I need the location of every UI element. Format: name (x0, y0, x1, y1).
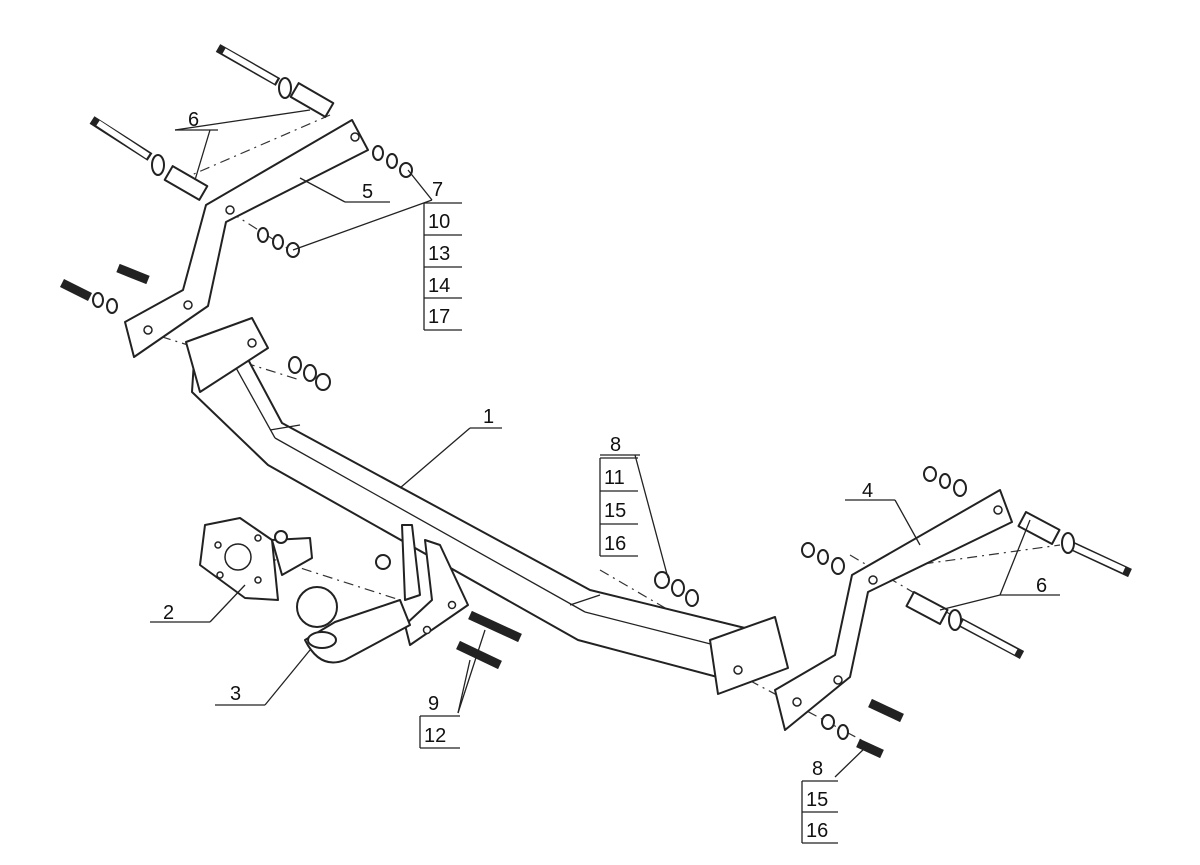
callout-17: 17 (428, 306, 450, 328)
right-bracket (774, 489, 1013, 731)
callout-4: 4 (862, 480, 873, 502)
callout-10: 10 (428, 211, 450, 233)
callout-6-right: 6 (1036, 575, 1047, 597)
callout-6-left: 6 (188, 109, 199, 131)
callout-8-lower: 8 (812, 758, 823, 780)
callout-stack-left: 7 10 13 14 17 (423, 179, 462, 331)
socket-bracket (199, 517, 391, 601)
callout-16-lower: 16 (806, 820, 828, 842)
callout-3: 3 (230, 683, 241, 705)
callout-9: 9 (428, 693, 439, 715)
callout-stack-center: 8 11 15 16 (599, 434, 638, 557)
callout-15-lower: 15 (806, 789, 828, 811)
callout-16: 16 (604, 533, 626, 555)
callout-7: 7 (432, 179, 443, 201)
callout-1: 1 (483, 406, 494, 428)
callout-14: 14 (428, 275, 450, 297)
washers-and-nuts (92, 77, 1075, 740)
tow-bar-beam (185, 317, 789, 695)
callout-5: 5 (362, 181, 373, 203)
callout-12: 12 (424, 725, 446, 747)
callout-stack-ball-bolts: 9 12 (419, 693, 460, 749)
callout-8: 8 (610, 434, 621, 456)
bolts (59, 44, 1132, 759)
callout-15: 15 (604, 500, 626, 522)
callout-2: 2 (163, 602, 174, 624)
callout-labels: 6 5 7 10 13 14 17 1 8 11 15 16 4 6 2 3 9 (163, 109, 1047, 844)
left-bracket (124, 119, 369, 358)
callout-13: 13 (428, 243, 450, 265)
callout-stack-right-lower: 8 15 16 (801, 758, 838, 844)
tow-ball (296, 586, 411, 664)
callout-11: 11 (604, 467, 625, 489)
leader-lines (150, 109, 1060, 778)
